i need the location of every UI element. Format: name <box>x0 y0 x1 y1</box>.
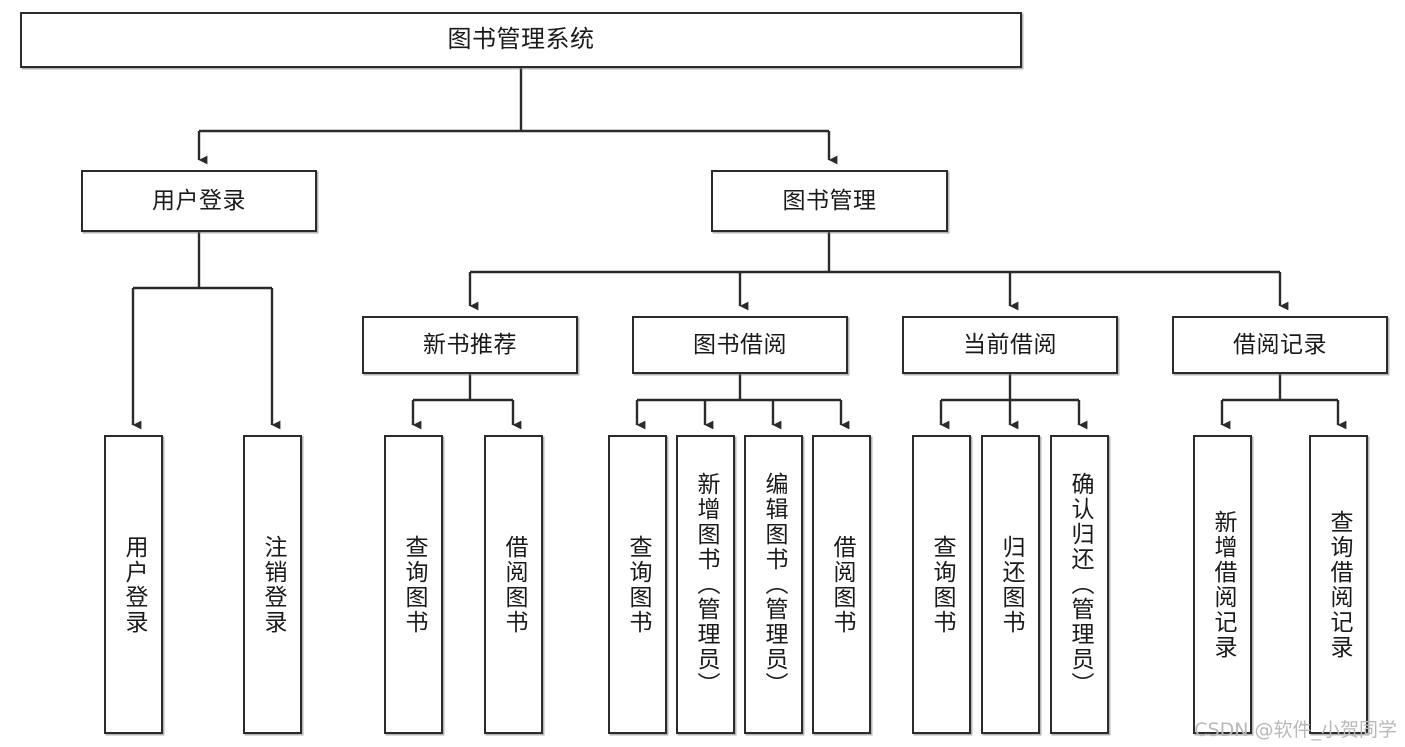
leaf-return-book[interactable]: 归还图书 <box>981 435 1040 734</box>
node-label: 借阅图书 <box>501 534 527 635</box>
leaf-logout[interactable]: 注销登录 <box>243 435 302 734</box>
leaf-borrow-book-2[interactable]: 借阅图书 <box>812 435 871 734</box>
node-book-borrowing[interactable]: 图书借阅 <box>632 316 848 374</box>
node-root-system[interactable]: 图书管理系统 <box>20 12 1022 68</box>
node-label: 新增借阅记录 <box>1210 509 1236 660</box>
csdn-watermark: CSDN @软件_小贺同学 <box>1194 719 1397 741</box>
node-label: 确认归还（管理员） <box>1067 472 1093 697</box>
leaf-confirm-return-admin[interactable]: 确认归还（管理员） <box>1050 435 1109 734</box>
node-label: 新书推荐 <box>423 331 517 358</box>
node-label: 借阅图书 <box>829 534 855 635</box>
leaf-add-borrow-record[interactable]: 新增借阅记录 <box>1193 435 1252 734</box>
leaf-query-borrow-record[interactable]: 查询借阅记录 <box>1309 435 1368 734</box>
node-label: 归还图书 <box>998 534 1024 635</box>
node-user-login[interactable]: 用户登录 <box>81 170 317 232</box>
leaf-user-login[interactable]: 用户登录 <box>104 435 163 734</box>
leaf-edit-book-admin[interactable]: 编辑图书（管理员） <box>744 435 803 734</box>
node-label: 查询图书 <box>929 534 955 635</box>
node-new-book-recommendation[interactable]: 新书推荐 <box>362 316 578 374</box>
node-label: 查询图书 <box>401 534 427 635</box>
node-label: 当前借阅 <box>963 331 1057 358</box>
leaf-add-book-admin[interactable]: 新增图书（管理员） <box>676 435 735 734</box>
leaf-query-book-3[interactable]: 查询图书 <box>912 435 971 734</box>
node-label: 编辑图书（管理员） <box>761 472 787 697</box>
node-label: 查询借阅记录 <box>1326 509 1352 660</box>
node-label: 图书管理系统 <box>447 25 595 54</box>
leaf-query-book-1[interactable]: 查询图书 <box>384 435 443 734</box>
node-borrowing-record[interactable]: 借阅记录 <box>1172 316 1388 374</box>
node-label: 注销登录 <box>260 534 286 635</box>
node-label: 查询图书 <box>625 534 651 635</box>
node-label: 新增图书（管理员） <box>693 472 719 697</box>
node-label: 借阅记录 <box>1233 331 1327 358</box>
node-book-management[interactable]: 图书管理 <box>711 170 948 232</box>
node-label: 图书借阅 <box>693 331 787 358</box>
node-label: 用户登录 <box>152 187 246 214</box>
node-label: 图书管理 <box>782 187 877 214</box>
leaf-query-book-2[interactable]: 查询图书 <box>608 435 667 734</box>
node-label: 用户登录 <box>121 534 147 635</box>
node-current-borrowing[interactable]: 当前借阅 <box>902 316 1118 374</box>
leaf-borrow-book-1[interactable]: 借阅图书 <box>484 435 543 734</box>
